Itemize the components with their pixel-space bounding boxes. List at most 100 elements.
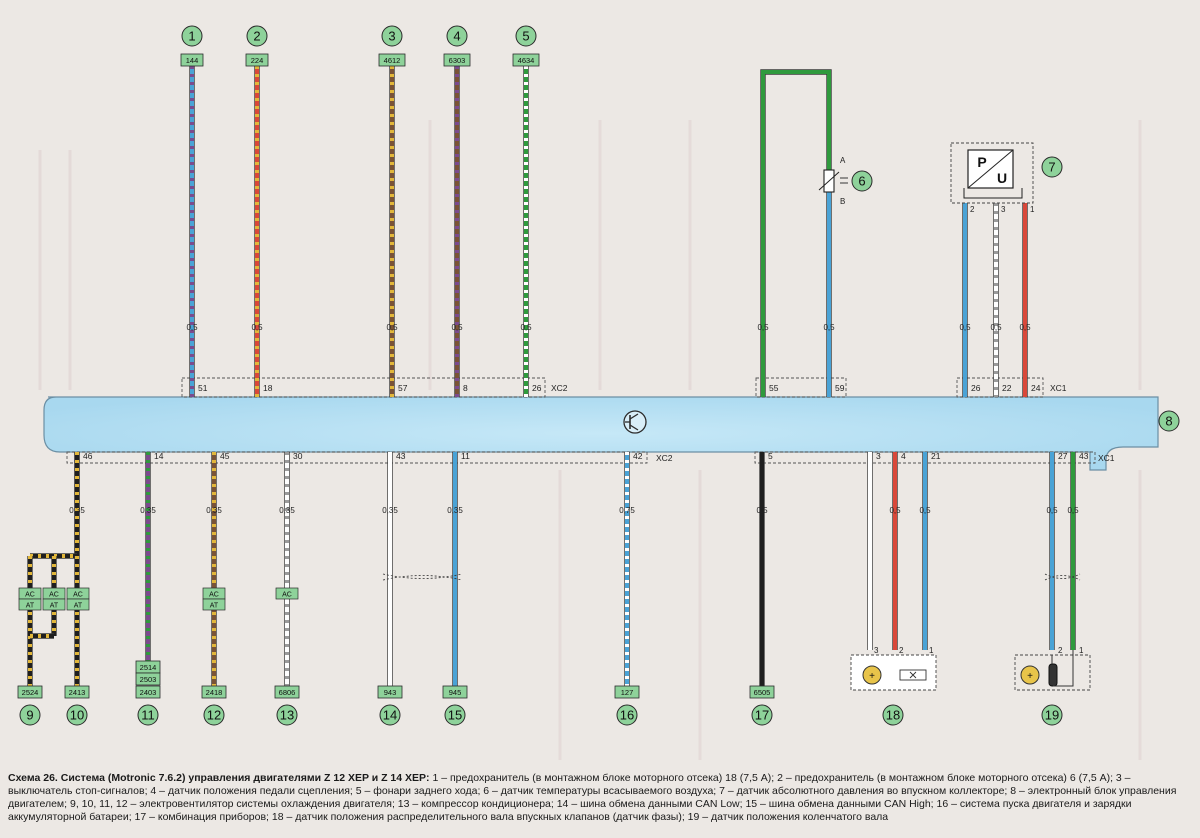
- badge-number: 14: [383, 708, 397, 723]
- phase-sensor: +: [850, 654, 937, 691]
- component-number-5: 5: [515, 25, 537, 47]
- hall-plus: +: [869, 671, 875, 682]
- thermistor-icon: [818, 169, 848, 193]
- code-text: 2503: [140, 675, 157, 684]
- pin-label: 55: [769, 383, 779, 393]
- sensor18-pin: 1: [929, 646, 934, 655]
- wire-section-label: 0,35: [140, 506, 156, 515]
- wire-section-label: 0,5: [823, 323, 835, 332]
- badge-circle: [515, 25, 537, 47]
- code-box: [17, 685, 43, 699]
- component-number-12: 12: [203, 704, 225, 726]
- wire-section-label: 0,35: [206, 506, 222, 515]
- connector-label-xc1-bottom: XC1: [1098, 453, 1115, 463]
- ecu-transistor-icon: [623, 410, 647, 434]
- component-number-8: 8: [1158, 410, 1180, 432]
- badge-number: 1: [188, 29, 195, 44]
- sensor18-pin: 3: [874, 646, 879, 655]
- tag-ac-text: AC: [282, 592, 292, 599]
- wire-section-label: 0,5: [251, 323, 263, 332]
- tag-ac-at-9: AC AT: [18, 587, 42, 611]
- code-text: 4612: [384, 56, 401, 65]
- component-number-9: 9: [19, 704, 41, 726]
- wire-section-label: 0,5: [1067, 506, 1079, 515]
- wire-section-label: 0,5: [1046, 506, 1058, 515]
- badge-number: 4: [453, 29, 460, 44]
- badge-circle: [446, 25, 468, 47]
- wire-code-5: 4634: [512, 53, 540, 67]
- background-ghost: [38, 120, 1142, 760]
- code-text: 224: [251, 56, 264, 65]
- sensor7-diagonal: [967, 149, 1014, 189]
- wire-code-16: 127: [614, 685, 640, 699]
- component-number-4: 4: [446, 25, 468, 47]
- tag-at-text: AT: [74, 603, 83, 610]
- pin-label: 26: [532, 383, 542, 393]
- component-number-14: 14: [379, 704, 401, 726]
- wire-section-label: 0,35: [69, 506, 85, 515]
- badge-number: 13: [280, 708, 294, 723]
- code-text: 2413: [69, 688, 86, 697]
- tag-at: [18, 598, 42, 611]
- wire-section-label: 0,5: [1019, 323, 1031, 332]
- badge-circle: [137, 704, 159, 726]
- wire-section-label: 0,35: [447, 506, 463, 515]
- wire-section-label: 0,5: [386, 323, 398, 332]
- component-number-6: 6: [851, 170, 873, 192]
- wire-section-label: 0,75: [619, 506, 635, 515]
- code-box: [512, 53, 540, 67]
- badge-circle: [19, 704, 41, 726]
- code-box: [378, 53, 406, 67]
- wire-code-1: 144: [180, 53, 204, 67]
- code-text: 6505: [754, 688, 771, 697]
- code-text: 4634: [518, 56, 535, 65]
- code-box: [135, 672, 161, 686]
- badge-circle: [444, 704, 466, 726]
- badge-circle: [66, 704, 88, 726]
- pin-label: 14: [154, 451, 164, 461]
- pin-label: 59: [835, 383, 845, 393]
- badge-number: 7: [1048, 160, 1055, 175]
- sensor19-pin: 2: [1058, 646, 1063, 655]
- wire-outline: [760, 69, 832, 397]
- badge-circle: [203, 704, 225, 726]
- code-text: 2403: [140, 688, 157, 697]
- pin-label: 24: [1031, 383, 1041, 393]
- component-number-2: 2: [246, 25, 268, 47]
- sensor18-pin: 2: [899, 646, 904, 655]
- component-number-16: 16: [616, 704, 638, 726]
- pin-label: 11: [461, 451, 470, 461]
- badge-number: 17: [755, 708, 769, 723]
- wire-code-10: 2413: [64, 685, 90, 699]
- sensor7-u: U: [997, 170, 1007, 186]
- wire-code-11c: 2403: [135, 685, 161, 699]
- wire-code-9: 2524: [17, 685, 43, 699]
- pin-label: 51: [198, 383, 208, 393]
- wire-section-label: 0,5: [186, 323, 198, 332]
- tag-at-text: AT: [26, 603, 35, 610]
- pin-label: 21: [931, 451, 941, 461]
- code-text: 2514: [140, 663, 157, 672]
- code-box: [64, 685, 90, 699]
- tag-at: [202, 598, 226, 611]
- tag-at-text: AT: [50, 603, 59, 610]
- tag-ac-text: AC: [25, 592, 35, 599]
- wire-section-label: 0,35: [382, 506, 398, 515]
- component-number-19: 19: [1041, 704, 1063, 726]
- badge-circle: [246, 25, 268, 47]
- caption-title: Схема 26. Система (Motronic 7.6.2) управ…: [8, 772, 430, 784]
- code-text: 127: [621, 688, 634, 697]
- wire-code-11a: 2514: [135, 660, 161, 674]
- code-text: 2418: [206, 688, 223, 697]
- component-number-17: 17: [751, 704, 773, 726]
- wire-code-12: 2418: [201, 685, 227, 699]
- code-text: 943: [384, 688, 397, 697]
- twisted-pair-marker: [1044, 573, 1081, 581]
- pin-label: 22: [1002, 383, 1012, 393]
- pin-label: 8: [463, 383, 468, 393]
- code-box: [443, 53, 471, 67]
- badge-number: 11: [141, 708, 155, 723]
- sensor7-pin: 3: [1001, 205, 1006, 214]
- wire-code-15: 945: [442, 685, 468, 699]
